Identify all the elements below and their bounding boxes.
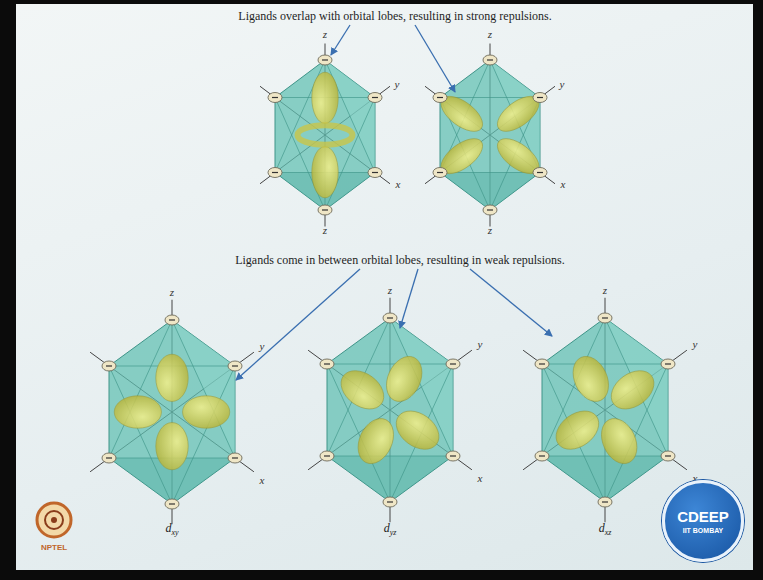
logo-subtitle: IIT BOMBAY	[683, 527, 724, 534]
axis-label: z	[603, 284, 607, 296]
octahedron	[425, 44, 555, 227]
axis-label: z	[388, 284, 392, 296]
axis-label: y	[478, 338, 483, 350]
octahedron	[90, 300, 254, 524]
heading-text: Ligands overlap with orbital lobes, resu…	[238, 10, 551, 23]
axis-label: y	[260, 340, 265, 352]
axis-label: y	[395, 78, 400, 90]
logo-text: NPTEL	[41, 544, 67, 553]
axis-label: x	[396, 178, 401, 190]
octahedron	[260, 44, 390, 227]
leader-arrows	[236, 25, 552, 380]
axis-label: x	[260, 474, 265, 486]
axis-label: z	[323, 224, 327, 236]
logo-title: CDEEP	[677, 508, 729, 525]
axis-label: z	[170, 286, 174, 298]
axis-label: y	[693, 338, 698, 350]
logo-badge: CDEEP IIT BOMBAY	[662, 480, 744, 562]
axis-label: z	[488, 224, 492, 236]
orbital-label: dyz	[384, 522, 397, 538]
heading-text: Ligands come in between orbital lobes, r…	[235, 254, 565, 267]
octahedron	[523, 298, 687, 522]
axis-label: y	[560, 78, 565, 90]
nptel-logo	[37, 503, 71, 537]
axis-label: x	[561, 178, 566, 190]
axis-label: z	[323, 28, 327, 40]
axis-label: z	[488, 28, 492, 40]
axis-label: x	[478, 472, 483, 484]
orbital-label: dxz	[599, 522, 612, 538]
octahedron	[308, 298, 472, 522]
orbital-label: dxy	[165, 522, 178, 538]
